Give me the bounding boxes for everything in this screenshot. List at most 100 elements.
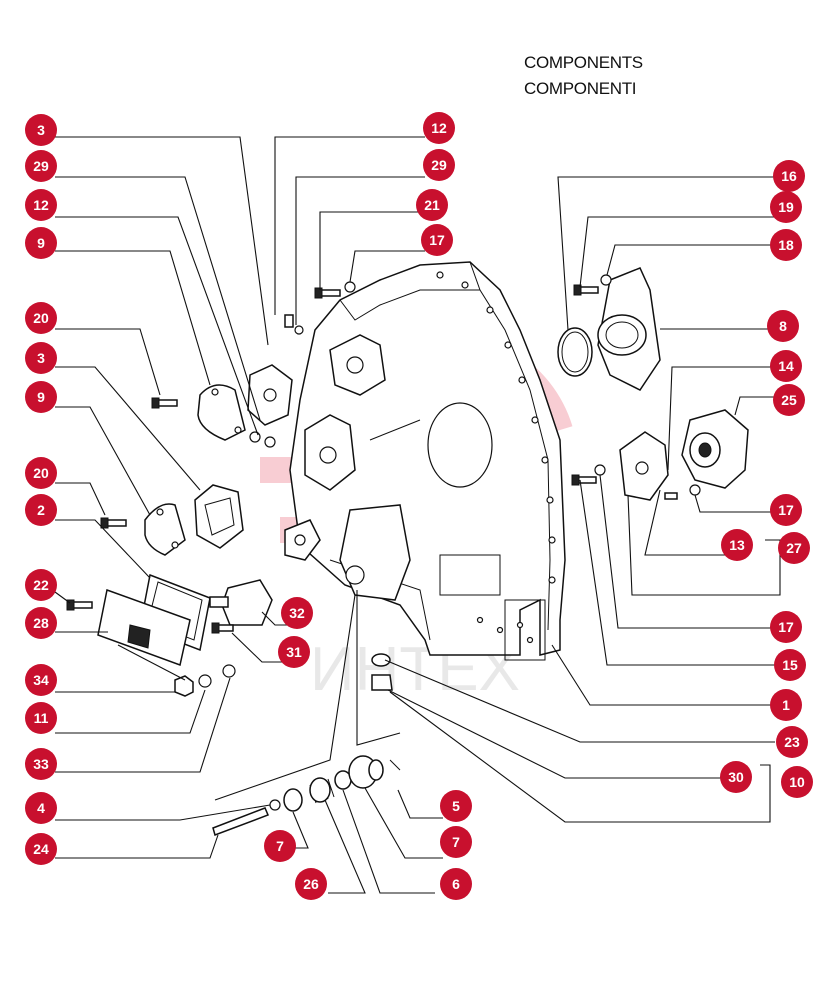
svg-text:18: 18 bbox=[778, 237, 794, 253]
callout-24[interactable]: 24 bbox=[25, 833, 57, 865]
svg-text:5: 5 bbox=[452, 798, 460, 814]
svg-text:4: 4 bbox=[37, 800, 45, 816]
callout-9-lower[interactable]: 9 bbox=[25, 381, 57, 413]
svg-text:11: 11 bbox=[34, 710, 49, 726]
svg-text:6: 6 bbox=[452, 876, 460, 892]
cover-3-lower bbox=[194, 484, 244, 549]
callout-20-lower[interactable]: 20 bbox=[25, 457, 57, 489]
cover-9-lower bbox=[144, 503, 186, 556]
svg-text:32: 32 bbox=[289, 605, 305, 621]
flange-32 bbox=[209, 579, 273, 626]
housing-bolts bbox=[436, 271, 556, 644]
callout-13[interactable]: 13 bbox=[721, 529, 753, 561]
callout-1[interactable]: 1 bbox=[770, 689, 802, 721]
svg-text:3: 3 bbox=[37, 122, 45, 138]
cover-3-upper bbox=[247, 364, 293, 426]
spring-26 bbox=[309, 777, 335, 804]
svg-text:9: 9 bbox=[37, 389, 45, 405]
callout-badges: 3 29 12 9 20 3 9 20 2 22 28 34 11 33 4 2… bbox=[25, 112, 813, 900]
svg-text:22: 22 bbox=[33, 577, 49, 593]
callout-4[interactable]: 4 bbox=[25, 792, 57, 824]
callout-14[interactable]: 14 bbox=[770, 350, 802, 382]
svg-text:16: 16 bbox=[781, 168, 797, 184]
callout-27[interactable]: 27 bbox=[778, 532, 810, 564]
callout-8[interactable]: 8 bbox=[767, 310, 799, 342]
svg-text:23: 23 bbox=[784, 734, 800, 750]
svg-text:25: 25 bbox=[781, 392, 797, 408]
callout-9-upper[interactable]: 9 bbox=[25, 227, 57, 259]
callout-17-top[interactable]: 17 bbox=[421, 224, 453, 256]
svg-text:13: 13 bbox=[729, 537, 745, 553]
callout-11[interactable]: 11 bbox=[25, 702, 57, 734]
svg-text:8: 8 bbox=[779, 318, 787, 334]
callout-18[interactable]: 18 bbox=[770, 229, 802, 261]
callout-7-left[interactable]: 7 bbox=[264, 830, 296, 862]
callout-3-lower[interactable]: 3 bbox=[25, 342, 57, 374]
svg-text:7: 7 bbox=[276, 838, 284, 854]
svg-text:19: 19 bbox=[778, 199, 794, 215]
callout-17-right-upper[interactable]: 17 bbox=[770, 494, 802, 526]
callout-22[interactable]: 22 bbox=[25, 569, 57, 601]
svg-text:31: 31 bbox=[286, 644, 302, 660]
callout-10[interactable]: 10 bbox=[781, 766, 813, 798]
svg-text:24: 24 bbox=[33, 841, 49, 857]
callout-26[interactable]: 26 bbox=[295, 868, 327, 900]
callout-29-upper-right[interactable]: 29 bbox=[423, 149, 455, 181]
svg-text:28: 28 bbox=[33, 615, 49, 631]
shaft-assembly bbox=[212, 755, 401, 836]
callout-2[interactable]: 2 bbox=[25, 494, 57, 526]
callout-21[interactable]: 21 bbox=[416, 189, 448, 221]
callout-12-upper-right[interactable]: 12 bbox=[423, 112, 455, 144]
svg-text:17: 17 bbox=[778, 619, 794, 635]
callout-32[interactable]: 32 bbox=[281, 597, 313, 629]
fasteners-right bbox=[571, 274, 701, 500]
svg-text:14: 14 bbox=[778, 358, 794, 374]
plug-30 bbox=[371, 653, 393, 691]
callout-28[interactable]: 28 bbox=[25, 607, 57, 639]
svg-text:30: 30 bbox=[728, 769, 744, 785]
callout-34[interactable]: 34 bbox=[25, 664, 57, 696]
svg-text:7: 7 bbox=[452, 834, 460, 850]
callout-16[interactable]: 16 bbox=[773, 160, 805, 192]
callout-7-right[interactable]: 7 bbox=[440, 826, 472, 858]
callout-3-upper[interactable]: 3 bbox=[25, 114, 57, 146]
callout-6[interactable]: 6 bbox=[440, 868, 472, 900]
callout-30[interactable]: 30 bbox=[720, 761, 752, 793]
flange-14 bbox=[619, 431, 669, 501]
leader-lines bbox=[54, 136, 781, 894]
svg-text:33: 33 bbox=[33, 756, 49, 772]
callout-33[interactable]: 33 bbox=[25, 748, 57, 780]
callout-17-right-lower[interactable]: 17 bbox=[770, 611, 802, 643]
flange-8 bbox=[597, 267, 661, 391]
diagram-title: COMPONENTS COMPONENTI bbox=[524, 50, 643, 102]
svg-text:29: 29 bbox=[33, 158, 49, 174]
callout-29-upper-left[interactable]: 29 bbox=[25, 150, 57, 182]
cover-9-upper bbox=[197, 384, 246, 441]
callout-15[interactable]: 15 bbox=[774, 649, 806, 681]
svg-text:29: 29 bbox=[431, 157, 447, 173]
callout-23[interactable]: 23 bbox=[776, 726, 808, 758]
callout-31[interactable]: 31 bbox=[278, 636, 310, 668]
svg-text:26: 26 bbox=[303, 876, 319, 892]
svg-text:21: 21 bbox=[424, 197, 440, 213]
title-italian: COMPONENTI bbox=[524, 79, 637, 98]
svg-text:12: 12 bbox=[33, 197, 49, 213]
callout-20-upper[interactable]: 20 bbox=[25, 302, 57, 334]
callout-12-upper-left[interactable]: 12 bbox=[25, 189, 57, 221]
svg-text:2: 2 bbox=[37, 502, 45, 518]
plate-28 bbox=[97, 588, 191, 666]
svg-text:15: 15 bbox=[782, 657, 798, 673]
svg-text:17: 17 bbox=[429, 232, 445, 248]
callout-19[interactable]: 19 bbox=[770, 191, 802, 223]
fasteners-upper bbox=[284, 281, 356, 335]
oring-16 bbox=[557, 327, 593, 377]
svg-text:12: 12 bbox=[431, 120, 447, 136]
callout-5[interactable]: 5 bbox=[440, 790, 472, 822]
title-english: COMPONENTS bbox=[524, 53, 643, 72]
main-housing bbox=[284, 261, 566, 661]
callout-25[interactable]: 25 bbox=[773, 384, 805, 416]
svg-text:20: 20 bbox=[33, 465, 49, 481]
svg-text:3: 3 bbox=[37, 350, 45, 366]
svg-text:10: 10 bbox=[789, 774, 805, 790]
